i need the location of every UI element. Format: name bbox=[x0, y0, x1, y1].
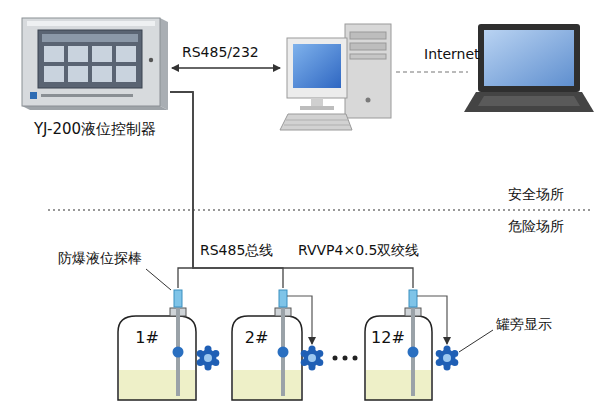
bus-label: RS485总线 bbox=[200, 242, 273, 259]
link-arrow bbox=[172, 67, 280, 68]
zone-boundary bbox=[48, 209, 592, 210]
zone-label: 危险场所 bbox=[508, 218, 564, 235]
tank-number: 1# bbox=[118, 328, 176, 347]
tank-1 bbox=[118, 290, 196, 400]
tank-number: 2# bbox=[232, 328, 281, 347]
display-wire bbox=[287, 296, 312, 344]
callout-label: 罐旁显示 bbox=[496, 316, 552, 333]
desktop-computer bbox=[280, 24, 391, 130]
tank-node: 12# bbox=[365, 288, 432, 402]
leader-line bbox=[146, 269, 171, 290]
tank-node: 2# bbox=[232, 288, 302, 402]
link-label: Internet bbox=[424, 46, 480, 63]
controller-node: YJ-200液位控制器 bbox=[20, 16, 170, 142]
tank-12 bbox=[365, 290, 432, 400]
bus-connector bbox=[170, 92, 283, 288]
cable-label: RVVP4×0.5双绞线 bbox=[298, 242, 419, 259]
display-wire bbox=[417, 296, 447, 344]
tank-display bbox=[436, 346, 459, 371]
laptop bbox=[464, 24, 594, 112]
tank-number: 12# bbox=[365, 328, 411, 347]
zone-label: 安全场所 bbox=[508, 186, 564, 203]
callout-label: 防爆液位探棒 bbox=[58, 250, 142, 267]
link-label: RS485/232 bbox=[182, 44, 259, 61]
tank-display bbox=[197, 346, 220, 371]
controller-cabinet bbox=[22, 18, 168, 110]
tank-2 bbox=[232, 290, 302, 400]
tank-node: 1# bbox=[118, 288, 196, 402]
bus-connector bbox=[170, 92, 413, 288]
leader-line bbox=[459, 330, 493, 352]
device-caption: YJ-200液位控制器 bbox=[34, 120, 156, 139]
tank-display bbox=[301, 346, 324, 371]
internet-link bbox=[396, 71, 468, 72]
bus-connector bbox=[170, 92, 193, 288]
ellipsis-dots bbox=[333, 356, 358, 361]
